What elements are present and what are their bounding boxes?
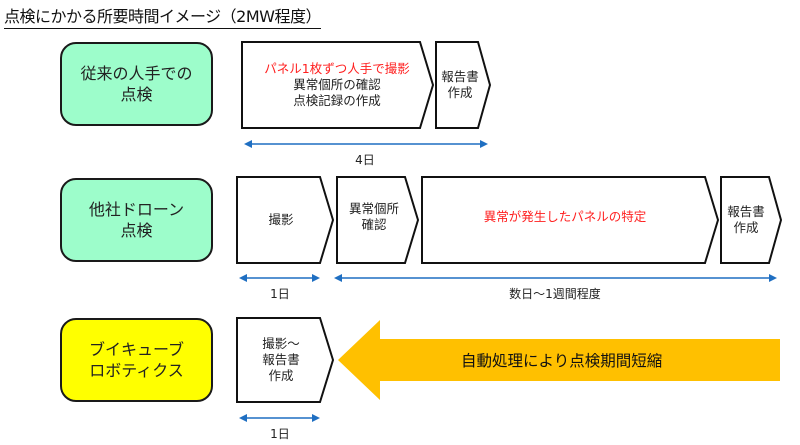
step-line: 点検記録の作成: [293, 93, 381, 108]
step-line: 作成: [447, 85, 473, 100]
page-title: 点検にかかる所要時間イメージ（2MW程度）: [4, 3, 322, 29]
duration-label-row3: 1日: [270, 427, 290, 441]
step-text-identify-panel: 異常が発生したパネルの特定: [422, 177, 708, 257]
step-line: 異常個所: [348, 201, 399, 216]
method-label-line2: ロボティクス: [89, 361, 184, 380]
step-line: 作成: [268, 368, 294, 383]
step-line: 撮影: [268, 212, 294, 227]
step-line: 異常個所の確認: [293, 77, 381, 92]
step-chevron-report-row2: [720, 176, 783, 264]
duration-label-row2-rest: 数日～1週間程度: [509, 287, 601, 301]
method-label-vcube: ブイキューブ ロボティクス: [60, 318, 213, 402]
step-line-highlight: パネル1枚ずつ人手で撮影: [264, 61, 410, 76]
step-text-all-in-one: 撮影～ 報告書 作成: [237, 318, 325, 402]
step-chevron-anomaly-check: [336, 176, 420, 264]
big-left-arrow: [338, 320, 780, 400]
method-label-line2: 点検: [120, 85, 153, 104]
step-chevron-report-row1: [435, 41, 492, 129]
step-text-report-row2: 報告書 作成: [721, 177, 771, 263]
duration-label-row1: 4日: [355, 153, 375, 167]
duration-label-row2-shooting: 1日: [270, 287, 290, 301]
method-label-line1: 従来の人手での: [80, 64, 193, 83]
method-label-line1: ブイキューブ: [88, 340, 185, 359]
step-text-report-row1: 報告書 作成: [436, 42, 484, 128]
step-line: 確認: [361, 217, 387, 232]
step-line: 報告書: [441, 69, 479, 84]
step-chevron-manual-shooting: [241, 41, 435, 129]
method-label-manual: 従来の人手での 点検: [60, 42, 213, 126]
step-text-anomaly-check: 異常個所 確認: [337, 177, 411, 257]
step-line: 作成: [733, 220, 759, 235]
method-label-line2: 点検: [120, 221, 153, 240]
step-text-manual-shooting: パネル1枚ずつ人手で撮影 異常個所の確認 点検記録の作成: [242, 42, 432, 128]
step-chevron-identify-panel: [421, 176, 720, 264]
method-label-line1: 他社ドローン: [88, 200, 185, 219]
step-chevron-all-in-one: [236, 317, 335, 403]
step-line: 報告書: [262, 352, 300, 367]
step-text-shooting: 撮影: [237, 177, 325, 263]
step-chevron-shooting: [236, 176, 335, 264]
step-line: 報告書: [727, 204, 765, 219]
method-label-drone: 他社ドローン 点検: [60, 178, 213, 262]
step-line: 撮影～: [262, 336, 300, 351]
step-line-highlight: 異常が発生したパネルの特定: [483, 209, 647, 224]
callout-text: 自動処理により点検期間短縮: [461, 352, 663, 370]
